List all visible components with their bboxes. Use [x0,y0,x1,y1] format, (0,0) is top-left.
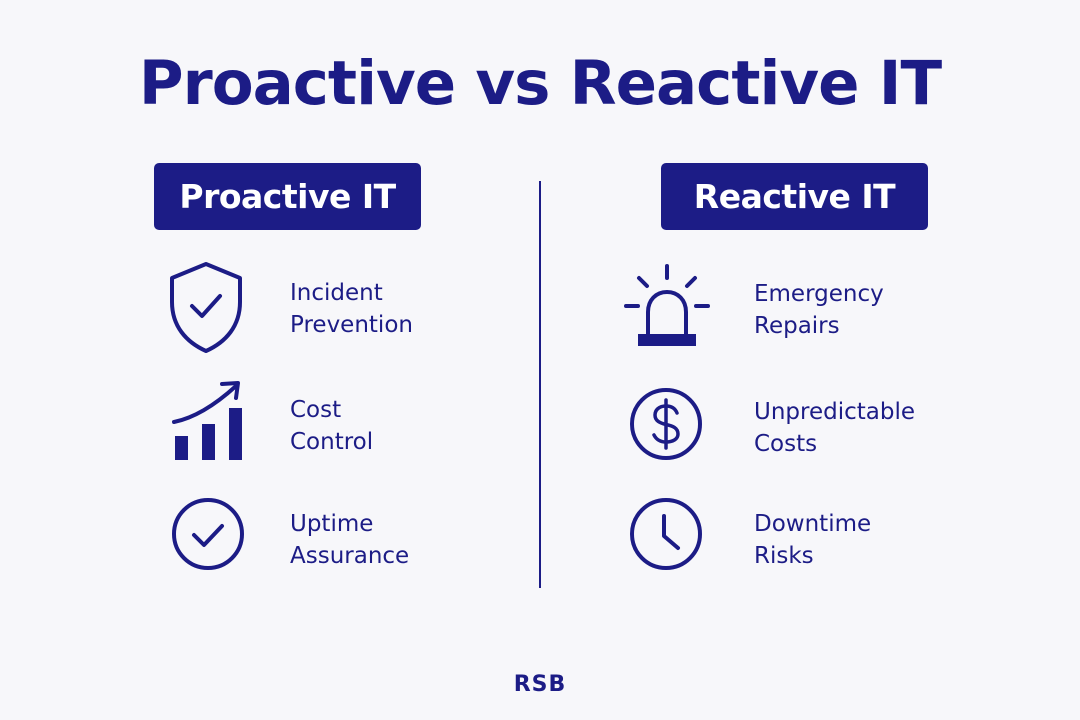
item-line: Repairs [754,313,840,339]
item-line: Assurance [290,543,410,569]
brand-logo: RSB [513,672,567,697]
shield-check-icon [168,260,244,356]
item-line: Uptime [290,511,374,537]
item-line: Control [290,429,374,455]
item-line: Costs [754,431,818,457]
item-line: Cost [290,397,342,423]
list-item-unpredictable-costs: Unpredictable Costs [754,396,915,460]
growth-chart-icon [170,378,246,464]
item-line: Downtime [754,511,872,537]
list-item-uptime-assurance: Uptime Assurance [290,508,409,572]
check-circle-icon [170,496,246,572]
item-line: Risks [754,543,814,569]
item-line: Unpredictable [754,399,915,425]
alarm-siren-icon [622,262,712,352]
list-item-downtime-risks: Downtime Risks [754,508,871,572]
list-item-cost-control: Cost Control [290,394,373,458]
page-title: Proactive vs Reactive IT [138,48,942,119]
item-line: Emergency [754,281,884,307]
proactive-heading: Proactive IT [154,163,421,230]
clock-icon [628,496,704,572]
list-item-incident-prevention: Incident Prevention [290,277,413,341]
item-line: Prevention [290,312,413,338]
dollar-circle-icon [628,386,704,462]
list-item-emergency-repairs: Emergency Repairs [754,278,884,342]
item-line: Incident [290,280,383,306]
reactive-heading: Reactive IT [661,163,928,230]
column-divider [539,181,541,588]
